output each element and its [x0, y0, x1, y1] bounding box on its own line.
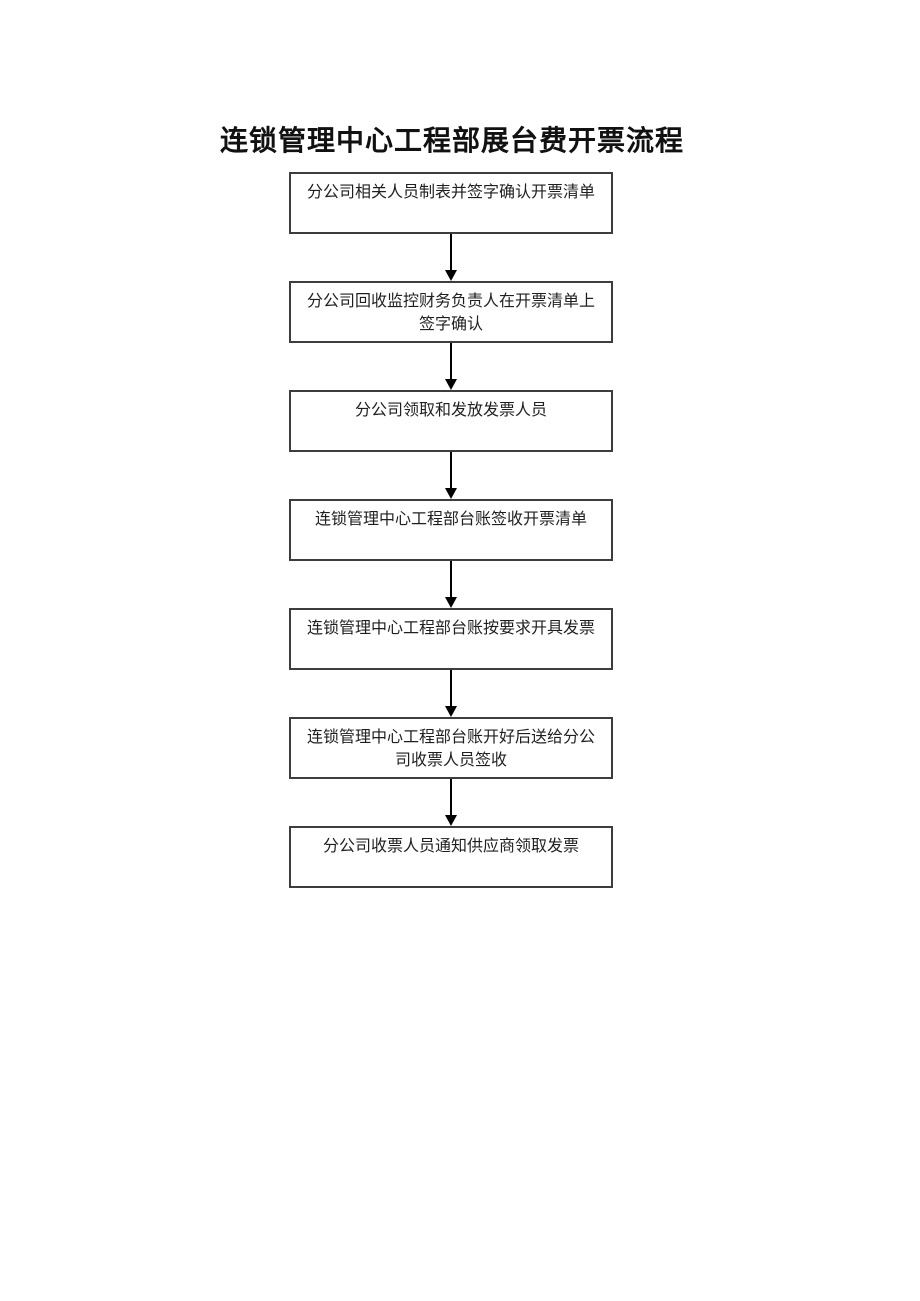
arrow-line [450, 234, 452, 270]
flow-step-box: 分公司收票人员通知供应商领取发票 [289, 826, 613, 888]
flow-connector [445, 452, 457, 499]
flow-connector [445, 561, 457, 608]
flow-step-label: 分公司收票人员通知供应商领取发票 [322, 838, 579, 855]
flow-step: 分公司领取和发放发票人员 [289, 390, 613, 499]
arrow-line [450, 561, 452, 597]
flow-step-label: 连锁管理中心工程部台账按要求开具发票 [306, 620, 595, 637]
arrow-down-icon [445, 270, 457, 281]
arrow-line [450, 779, 452, 815]
flow-step-box: 分公司回收监控财务负责人在开票清单上签字确认 [289, 281, 613, 343]
flow-step-box: 分公司领取和发放发票人员 [289, 390, 613, 452]
flow-step-label: 连锁管理中心工程部台账签收开票清单 [314, 511, 587, 528]
flow-connector [445, 234, 457, 281]
page-title: 连锁管理中心工程部展台费开票流程 [219, 125, 684, 156]
arrow-down-icon [445, 706, 457, 717]
flow-step-label: 分公司领取和发放发票人员 [354, 402, 547, 419]
arrow-line [450, 670, 452, 706]
flow-step: 连锁管理中心工程部台账开好后送给分公司收票人员签收 [289, 717, 613, 826]
flow-step-box: 分公司相关人员制表并签字确认开票清单 [289, 172, 613, 234]
arrow-down-icon [445, 815, 457, 826]
arrow-down-icon [445, 488, 457, 499]
flow-connector [445, 779, 457, 826]
flow-step: 分公司收票人员通知供应商领取发票 [289, 826, 613, 888]
flow-step-label: 连锁管理中心工程部台账开好后送给分公司收票人员签收 [306, 729, 595, 769]
flow-step-label: 分公司回收监控财务负责人在开票清单上签字确认 [306, 293, 595, 333]
flow-step: 分公司相关人员制表并签字确认开票清单 [289, 172, 613, 281]
flowchart: 分公司相关人员制表并签字确认开票清单 分公司回收监控财务负责人在开票清单上签字确… [289, 172, 613, 888]
flow-connector [445, 343, 457, 390]
flow-step-box: 连锁管理中心工程部台账按要求开具发票 [289, 608, 613, 670]
flow-step: 分公司回收监控财务负责人在开票清单上签字确认 [289, 281, 613, 390]
flow-step-box: 连锁管理中心工程部台账开好后送给分公司收票人员签收 [289, 717, 613, 779]
flow-connector [445, 670, 457, 717]
arrow-down-icon [445, 379, 457, 390]
arrow-line [450, 452, 452, 488]
flow-step-box: 连锁管理中心工程部台账签收开票清单 [289, 499, 613, 561]
flow-step: 连锁管理中心工程部台账签收开票清单 [289, 499, 613, 608]
flow-step-label: 分公司相关人员制表并签字确认开票清单 [306, 184, 595, 201]
arrow-down-icon [445, 597, 457, 608]
flow-step: 连锁管理中心工程部台账按要求开具发票 [289, 608, 613, 717]
arrow-line [450, 343, 452, 379]
